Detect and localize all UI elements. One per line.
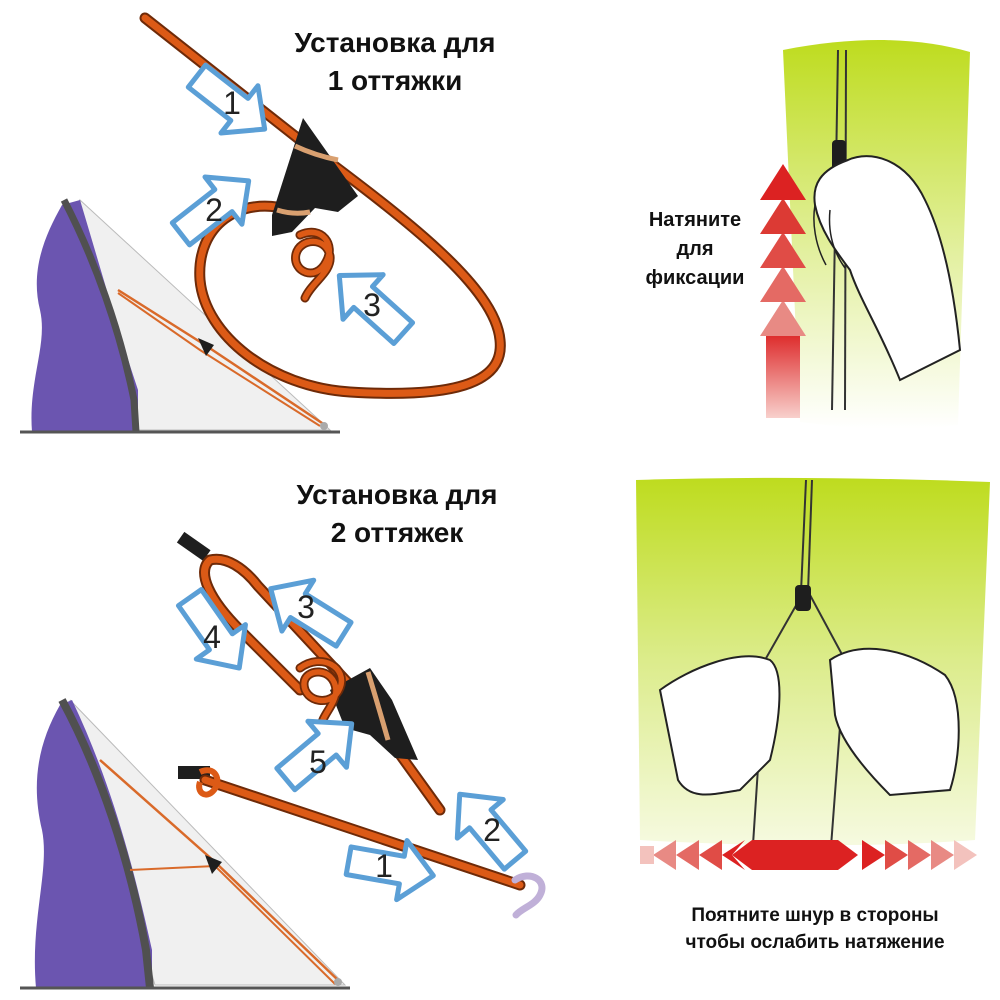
title-top-line2: 1 оттяжки — [327, 65, 463, 96]
lower-knot — [196, 767, 221, 798]
step-number-2-bottom: 2 — [483, 812, 501, 848]
red-chevron-5 — [760, 164, 806, 200]
tent-pole — [58, 698, 154, 989]
red-chevron-right-4 — [931, 840, 954, 870]
hand-top-finger — [813, 204, 846, 269]
hint-bottom: Поятните шнур в стороны чтобы ослабить н… — [640, 902, 990, 956]
title-bottom-line2: 2 оттяжек — [330, 517, 464, 548]
guy-line-loop — [117, 292, 321, 427]
step-number-3-bottom: 3 — [297, 589, 315, 625]
stake-icon — [334, 978, 342, 986]
step-number-4-bottom: 4 — [203, 619, 221, 655]
bottom-tent — [20, 698, 350, 990]
tent-pole — [60, 198, 140, 433]
line-adjuster-icon — [330, 668, 418, 760]
step-number-3-top: 3 — [363, 287, 381, 323]
step-number-1-bottom: 1 — [375, 848, 393, 884]
step-number-1-top: 1 — [223, 85, 241, 121]
step-arrow-4-bottom — [175, 587, 248, 671]
hint-bottom-line2: чтобы ослабить натяжение — [685, 932, 945, 953]
hint-top-line2: для — [676, 238, 714, 260]
hint-top: Натяните для фиксации — [630, 206, 760, 293]
hint-top-line3: фиксации — [645, 267, 745, 289]
adjuster-wrap — [293, 143, 339, 163]
red-chevron-left-3 — [676, 840, 699, 870]
red-chevron-right-5 — [954, 840, 977, 870]
title-bottom: Установка для 2 оттяжек — [232, 476, 562, 552]
hook-icon — [511, 872, 546, 919]
red-chevron-3 — [760, 232, 806, 268]
red-chevron-right-1 — [862, 840, 885, 870]
step-number-2-top: 2 — [205, 192, 223, 228]
red-chevron-left-2 — [699, 840, 722, 870]
title-top: Установка для 1 оттяжки — [230, 24, 560, 100]
red-tail-left — [640, 846, 654, 864]
cord-line-a — [800, 479, 807, 593]
red-chevron-2 — [760, 266, 806, 302]
tent-purple-side — [31, 200, 139, 432]
top-cord-diagram — [139, 12, 506, 399]
hand-left-icon — [658, 655, 781, 796]
cord-main-highlight — [141, 14, 504, 397]
hand-top-icon — [813, 155, 962, 382]
red-arrow-stem — [766, 330, 800, 418]
step-arrow-3-top — [336, 272, 416, 347]
photo-adjuster-icon — [795, 585, 811, 611]
tent-purple-side — [34, 700, 152, 988]
red-chevron-1 — [760, 300, 806, 336]
mini-adjuster-icon — [198, 338, 214, 356]
hint-top-line1: Натяните — [648, 209, 742, 231]
knot-icon-fill — [292, 229, 333, 301]
step-arrow-2-bottom — [454, 791, 529, 872]
hint-bottom-line1: Поятните шнур в стороны — [691, 905, 939, 926]
cord-lower-fill — [201, 776, 524, 889]
stake-icon — [320, 422, 328, 430]
step-arrow-5-bottom — [274, 718, 355, 793]
title-top-line1: Установка для — [294, 27, 496, 58]
red-chevron-left-1 — [722, 840, 745, 870]
adjuster-wrap — [365, 671, 391, 741]
red-center-bar — [732, 840, 858, 870]
red-chevron-right-2 — [885, 840, 908, 870]
title-bottom-line1: Установка для — [296, 479, 498, 510]
top-photo-panel — [760, 40, 970, 429]
mini-adjuster-icon — [205, 855, 222, 874]
step-arrow-2-top — [169, 174, 252, 248]
step-arrow-1-bottom — [343, 838, 436, 903]
knot-icon-fill — [297, 658, 345, 733]
bottom-photo-panel — [636, 477, 990, 870]
red-chevron-left-4 — [653, 840, 676, 870]
step-number-5-bottom: 5 — [309, 744, 327, 780]
line-adjuster-icon — [272, 118, 358, 236]
red-chevron-right-3 — [908, 840, 931, 870]
adjuster-wrap-2 — [276, 207, 311, 216]
step-arrow-3-bottom — [268, 577, 354, 649]
cord-end-upper — [176, 531, 211, 561]
step-arrow-1-top — [185, 62, 268, 136]
cord-line-b — [807, 479, 813, 593]
red-chevron-4 — [760, 198, 806, 234]
hand-right-icon — [828, 647, 960, 797]
